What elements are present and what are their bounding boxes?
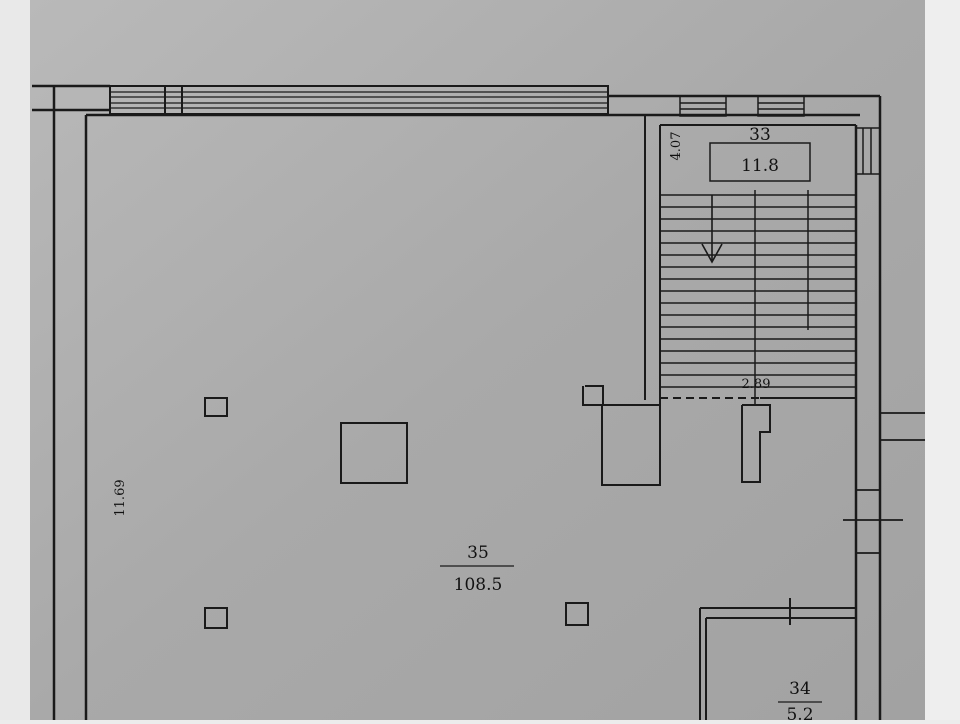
room-34-number: 34 <box>789 679 811 699</box>
stair-steps <box>660 194 856 388</box>
room-34-area: 5.2 <box>786 705 813 720</box>
desk-surface-left <box>0 0 30 720</box>
stair-direction-arrow <box>701 195 723 264</box>
dim-left-wall: 11.69 <box>113 479 128 516</box>
stairwell <box>644 115 856 405</box>
dim-stair-width: 4.07 <box>669 132 684 161</box>
window-top-right <box>679 95 805 117</box>
paper-sheet <box>30 0 925 720</box>
room-35-area: 108.5 <box>454 575 503 595</box>
partition-stubs <box>582 385 771 486</box>
room-34-walls <box>699 598 856 720</box>
outer-walls <box>32 84 882 720</box>
room-35-number: 35 <box>467 543 489 563</box>
right-wall-details <box>843 412 925 554</box>
dim-stair-landing: 2.89 <box>742 377 771 392</box>
structural-columns <box>204 397 589 629</box>
window-top <box>109 85 609 115</box>
window-right <box>855 127 881 175</box>
room-33-number: 33 <box>749 125 771 145</box>
room-33-area: 11.8 <box>741 156 779 176</box>
desk-surface <box>925 0 960 720</box>
